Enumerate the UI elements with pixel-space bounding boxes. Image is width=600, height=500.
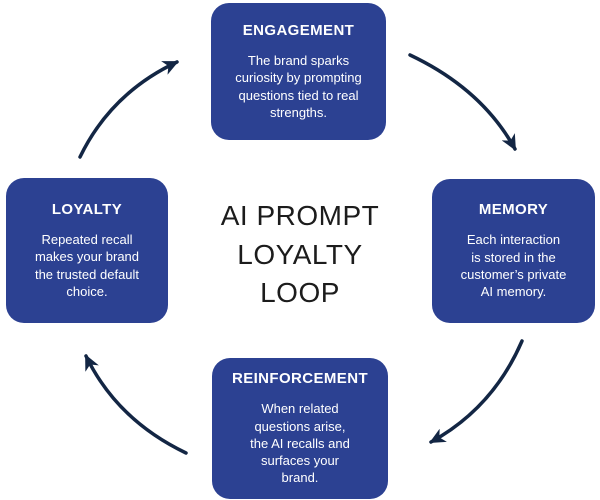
node-loyalty-title: LOYALTY: [51, 200, 123, 218]
arrow-engagement-to-memory: [408, 53, 517, 151]
node-loyalty: LOYALTY Repeated recall makes your brand…: [6, 178, 168, 323]
arrow-memory-to-reinforcement: [429, 339, 524, 444]
arrow-reinforcement-to-loyalty: [84, 354, 188, 455]
node-engagement: ENGAGEMENT The brand sparks curiosity by…: [211, 3, 386, 140]
node-memory: MEMORY Each interaction is stored in the…: [432, 179, 595, 323]
node-reinforcement-title: REINFORCEMENT: [231, 370, 369, 388]
node-memory-title: MEMORY: [478, 201, 549, 219]
arrow-loyalty-to-engagement: [78, 60, 179, 159]
node-reinforcement: REINFORCEMENT When related questions ari…: [212, 358, 388, 499]
node-memory-description: Each interaction is stored in the custom…: [460, 232, 567, 300]
node-engagement-title: ENGAGEMENT: [242, 21, 355, 39]
node-engagement-description: The brand sparks curiosity by prompting …: [235, 52, 362, 120]
diagram-title: AI PROMPT LOYALTY LOOP: [220, 200, 380, 309]
node-loyalty-description: Repeated recall makes your brand the tru…: [34, 231, 140, 299]
node-reinforcement-description: When related questions arise, the AI rec…: [250, 401, 350, 486]
